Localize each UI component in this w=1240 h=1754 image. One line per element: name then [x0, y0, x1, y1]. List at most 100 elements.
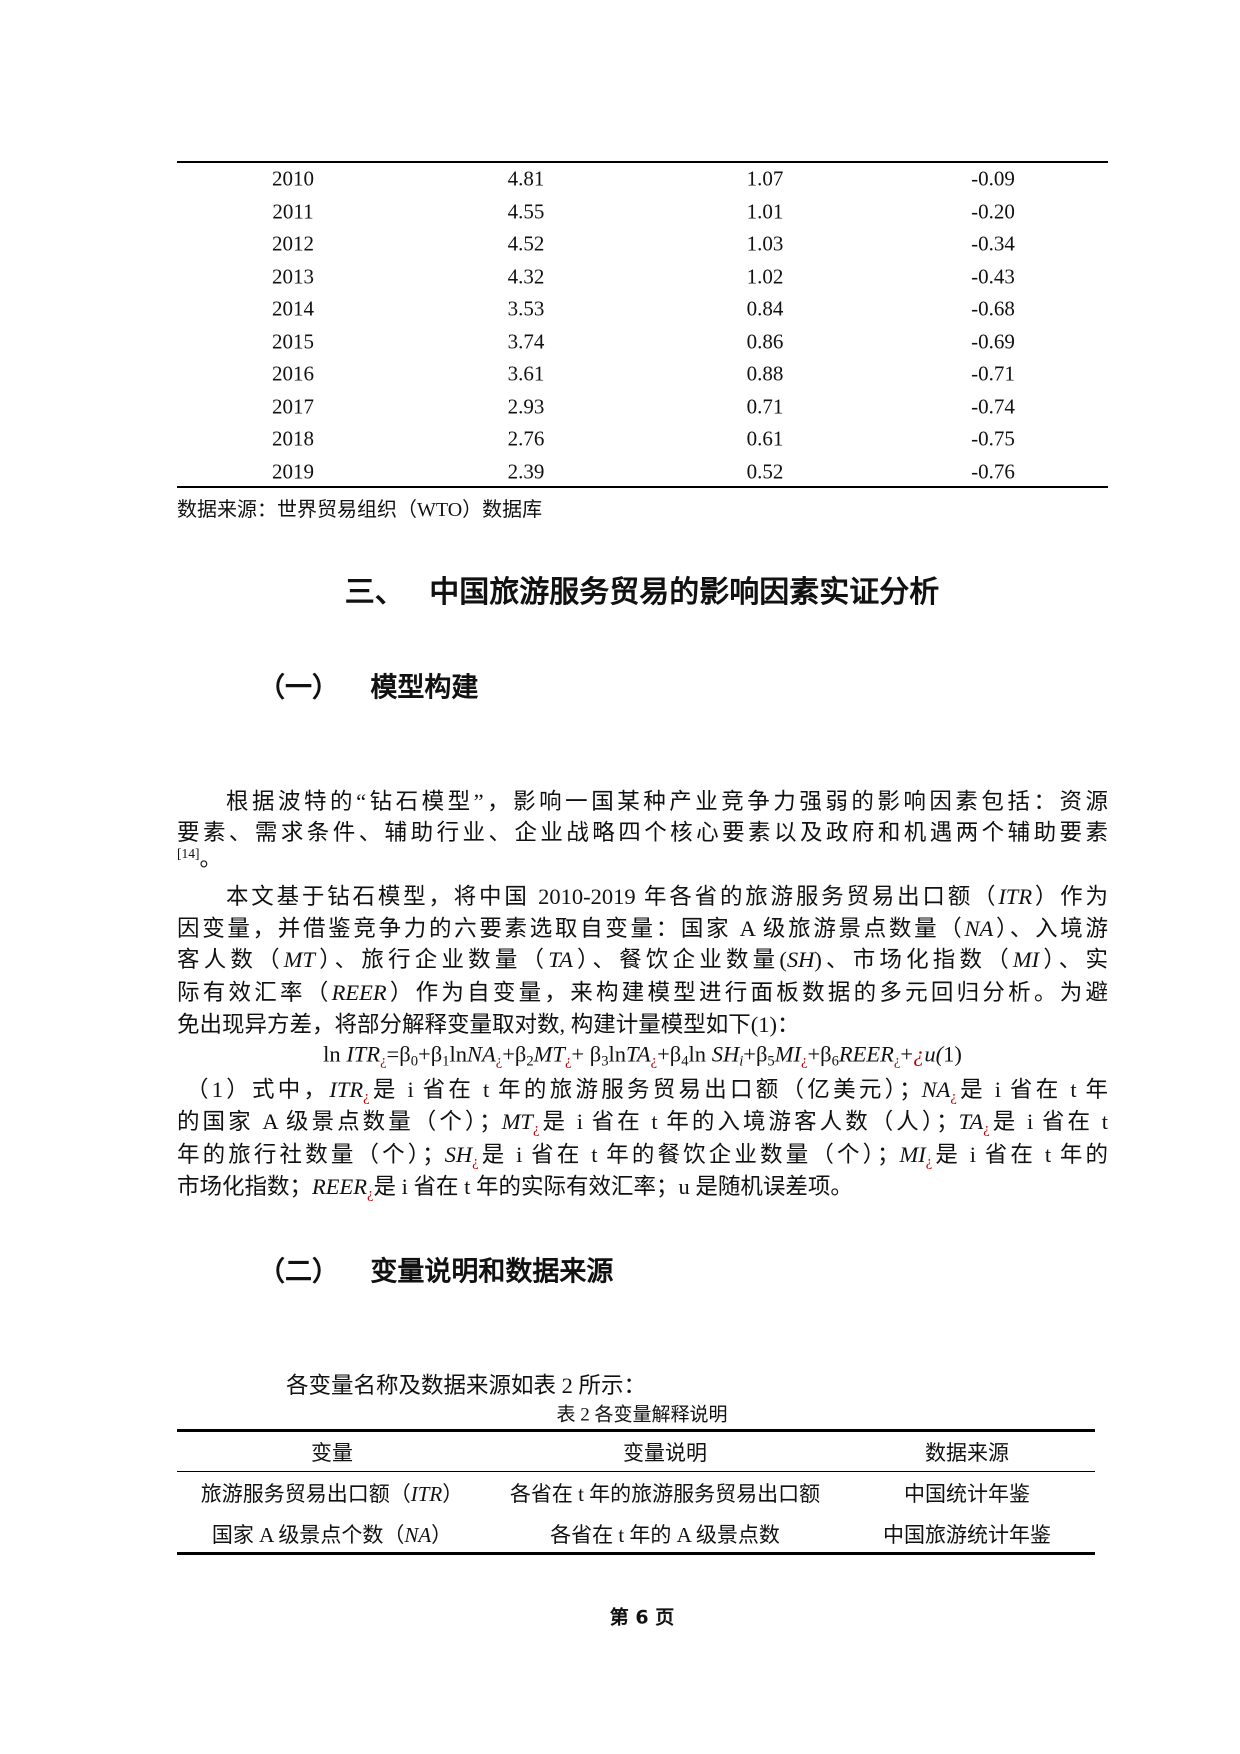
text-run: i — [739, 1053, 744, 1070]
text-run: +β — [743, 1041, 768, 1067]
table1-cell-year: 2011 — [272, 199, 314, 223]
text-run: 是 i 省在 t 年的实际有效汇率；u 是随机误差项。 — [373, 1174, 853, 1200]
section-number: 三、 — [344, 575, 405, 610]
table1-cell-value-b: 0.88 — [746, 361, 784, 386]
variable-symbol: REER — [838, 1041, 894, 1067]
text-run: 3 — [601, 1053, 609, 1070]
text-run: ln — [608, 1041, 627, 1067]
text-run: 5 — [767, 1053, 775, 1070]
text-run: 年的旅行社数量（个）； — [177, 1142, 445, 1168]
text-line: 客人数（MT）、旅行企业数量（TA）、餐饮企业数量(SH)、市场化指数（MI）、… — [177, 942, 1108, 974]
subsection-number: （二） — [258, 1256, 339, 1288]
table1-cell-value-c: -0.09 — [971, 166, 1015, 191]
table1-cell-value-a: 3.53 — [507, 296, 545, 321]
table1-cell-year: 2017 — [272, 394, 314, 418]
citation: [14] — [177, 845, 200, 861]
table1-cell-year: 2014 — [272, 296, 314, 321]
text-run: 1 — [442, 1053, 450, 1070]
equation: ln ITR¿=β0+β1lnNA¿+β2MT¿+ β3lnTA¿+β4ln S… — [177, 1041, 1108, 1070]
text-line: 市场化指数；REER¿是 i 省在 t 年的实际有效汇率；u 是随机误差项。 — [177, 1169, 1108, 1203]
subsection-title: 变量说明和数据来源 — [370, 1256, 614, 1288]
text-line: 年的旅行社数量（个）；SH¿是 i 省在 t 年的餐饮企业数量（个）；MI¿是 … — [177, 1137, 1108, 1171]
subscript-glyph: ¿ — [913, 1041, 925, 1067]
table2-intro: 各变量名称及数据来源如表 2 所示： — [286, 1373, 647, 1398]
variable-symbol: REER — [331, 980, 387, 1005]
table1-cell-year: 2016 — [272, 361, 314, 386]
text-run: 。 — [199, 846, 223, 871]
text-run: 2 — [526, 1053, 534, 1070]
text-run: 是 i 省在 t 年的餐饮企业数量（个）； — [478, 1142, 900, 1168]
table1-top-rule — [177, 161, 1108, 163]
variable-symbol: NA — [921, 1077, 951, 1103]
text-run: 4 — [681, 1053, 689, 1070]
text-run: 要素、需求条件、辅助行业、企业战略四个核心要素以及政府和机遇两个辅助要素 — [177, 820, 1108, 845]
subsection-heading-1: （一） 模型构建 — [258, 666, 478, 705]
variable-symbol: ITR — [410, 1482, 443, 1506]
variable-symbol: MT — [283, 947, 316, 972]
text-line: 免出现异方差，将部分解释变量取对数, 构建计量模型如下(1)： — [177, 1007, 1108, 1039]
text-run: 旅游服务贸易出口额（ — [200, 1482, 411, 1506]
subscript-glyph: ¿ — [363, 1088, 370, 1105]
table1-cell-value-c: -0.76 — [971, 459, 1015, 483]
table1-cell-value-c: -0.20 — [971, 199, 1015, 223]
subscript-glyph: ¿ — [650, 1052, 658, 1069]
text-run: ）作为 — [1032, 884, 1108, 909]
table1-cell-value-b: 0.84 — [746, 296, 784, 321]
text-run: 市场化指数； — [177, 1174, 313, 1200]
text-run: ln — [688, 1041, 712, 1067]
table1-cell-year: 2010 — [272, 166, 314, 191]
text-run: 因变量，并借鉴竞争力的六要素选取自变量：国家 A 级旅游景点数量（ — [177, 916, 965, 941]
text-run: 客人数（ — [177, 947, 284, 972]
text-run: 是 i 省在 t 年的 — [932, 1142, 1108, 1168]
table2-top-rule — [177, 1429, 1095, 1432]
table2-header-description: 变量说明 — [623, 1441, 707, 1465]
text-run: ）、旅行企业数量（ — [315, 947, 549, 972]
table1-cell-value-b: 0.52 — [746, 459, 784, 483]
variable-symbol: ITR — [998, 884, 1033, 909]
table2-caption: 表 2 各变量解释说明 — [556, 1404, 728, 1426]
table1-cell-value-b: 0.71 — [746, 394, 784, 418]
text-line: 因变量，并借鉴竞争力的六要素选取自变量：国家 A 级旅游景点数量（NA）、入境游 — [177, 911, 1108, 943]
text-run: 是 i 省在 t 年 — [956, 1077, 1108, 1103]
section-title: 中国旅游服务贸易的影响因素实证分析 — [429, 575, 940, 610]
text-run: + β — [571, 1041, 602, 1067]
table1-cell-year: 2013 — [272, 264, 314, 288]
subscript-glyph: ¿ — [564, 1052, 572, 1069]
text-run: 国家 A 级景点个数（ — [211, 1523, 405, 1547]
table1-cell-value-c: -0.43 — [971, 264, 1015, 288]
subscript-glyph: ¿ — [800, 1052, 808, 1069]
table1-cell-value-a: 3.61 — [507, 361, 545, 386]
page-number: 第 6 页 — [609, 1606, 675, 1629]
table2-cell-source: 中国统计年鉴 — [904, 1482, 1030, 1506]
table1-source-note: 数据来源：世界贸易组织（WTO）数据库 — [177, 499, 543, 521]
text-line: 根据波特的“钻石模型”，影响一国某种产业竞争力强弱的影响因素包括：资源 — [226, 784, 1108, 816]
text-line: 际有效汇率（REER）作为自变量，来构建模型进行面板数据的多元回归分析。为避 — [177, 975, 1108, 1007]
variable-symbol: SH — [786, 947, 815, 972]
text-run: ）、实 — [1039, 947, 1108, 972]
variable-symbol: TA — [626, 1041, 651, 1067]
text-line: 的国家 A 级景点数量（个）；MT¿是 i 省在 t 年的入境游客人数（人）；T… — [177, 1104, 1108, 1138]
table1-cell-value-a: 2.76 — [507, 426, 545, 451]
table1-cell-value-b: 0.61 — [746, 426, 784, 451]
text-line: [14]。 — [177, 841, 1108, 873]
table1-cell-value-c: -0.71 — [971, 361, 1015, 386]
variable-symbol: NA — [404, 1523, 432, 1547]
text-run: ln — [449, 1041, 467, 1067]
table1-cell-value-a: 3.74 — [507, 329, 545, 353]
table1-cell-year: 2015 — [272, 329, 314, 353]
variable-symbol: SH — [444, 1142, 473, 1168]
text-run: + — [900, 1041, 914, 1067]
table2-header-source: 数据来源 — [925, 1441, 1009, 1465]
variable-symbol: MI — [774, 1041, 801, 1067]
table1-cell-value-b: 0.86 — [746, 329, 784, 353]
text-run: =β — [386, 1041, 411, 1067]
text-run: ）作为自变量，来构建模型进行面板数据的多元回归分析。为避 — [386, 980, 1108, 1005]
section-heading: 三、 中国旅游服务贸易的影响因素实证分析 — [345, 567, 939, 611]
text-run: 1) — [943, 1041, 962, 1067]
variable-symbol: MI — [899, 1142, 926, 1168]
table2-header-variable: 变量 — [311, 1441, 353, 1465]
table2-cell-description: 各省在 t 年的 A 级景点数 — [550, 1523, 780, 1547]
table1-cell-value-c: -0.74 — [971, 394, 1015, 418]
table1-bottom-rule — [177, 486, 1108, 488]
table1-cell-value-c: -0.68 — [971, 296, 1015, 321]
